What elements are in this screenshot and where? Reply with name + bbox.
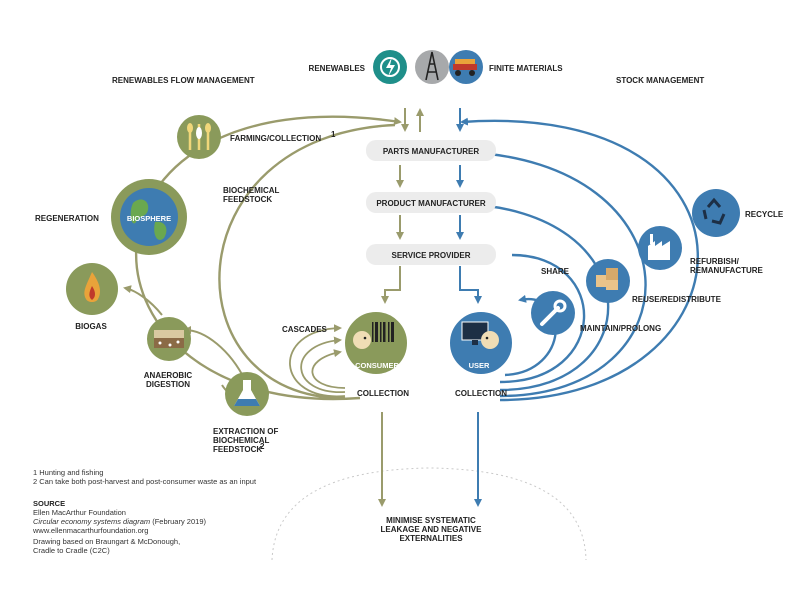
collection-right-label: COLLECTION xyxy=(455,389,507,398)
reuse-label: REUSE/REDISTRIBUTE xyxy=(632,295,722,304)
biochemical-label-2: FEEDSTOCK xyxy=(223,195,272,204)
extraction-flask-icon xyxy=(225,372,269,416)
share-label: SHARE xyxy=(541,267,570,276)
collection-left-label: COLLECTION xyxy=(357,389,409,398)
minimise-label-1: MINIMISE SYSTEMATIC xyxy=(386,516,476,525)
source-heading: SOURCE xyxy=(33,499,65,508)
user-icon xyxy=(448,310,514,376)
refurbish-label-2: REMANUFACTURE xyxy=(690,266,764,275)
source-line-3: www.ellenmacarthurfoundation.org xyxy=(32,526,148,535)
extraction-label-1: EXTRACTION OF xyxy=(213,427,278,436)
cascades-label: CASCADES xyxy=(282,325,328,334)
farming-footnote-mark: 1 xyxy=(331,130,336,139)
recycle-icon xyxy=(692,189,740,237)
extraction-footnote-mark: 2 xyxy=(260,442,265,451)
service-provider-pill xyxy=(366,244,496,265)
renewables-icon xyxy=(373,50,407,84)
parts-manufacturer-label: PARTS MANUFACTURER xyxy=(383,147,480,156)
reuse-boxes-icon xyxy=(586,259,630,303)
tech-refurbish-loop xyxy=(460,148,647,398)
footnote-1: 1 Hunting and fishing xyxy=(33,468,103,477)
oil-rig-icon xyxy=(415,50,449,84)
maintain-label: MAINTAIN/PROLONG xyxy=(580,324,661,333)
source-line-5: Cradle to Cradle (C2C) xyxy=(33,546,110,555)
leakage-dashed-arc xyxy=(271,467,587,561)
tech-recycle-loop xyxy=(460,117,699,402)
farming-icon xyxy=(177,115,221,159)
finite-materials-label: FINITE MATERIALS xyxy=(489,64,563,73)
mining-truck-icon xyxy=(449,50,483,84)
stock-management-label: STOCK MANAGEMENT xyxy=(616,76,704,85)
extraction-label-3: FEEDSTOCK xyxy=(213,445,262,454)
recycle-label: RECYCLE xyxy=(745,210,784,219)
product-manufacturer-label: PRODUCT MANUFACTURER xyxy=(376,199,486,208)
refurbish-label-1: REFURBISH/ xyxy=(690,257,740,266)
source-line-2: Circular economy systems diagram (Februa… xyxy=(33,517,206,526)
consumer-label: CONSUMER xyxy=(355,361,399,370)
regeneration-label: REGENERATION xyxy=(35,214,99,223)
footnote-2: 2 Can take both post-harvest and post-co… xyxy=(33,477,257,486)
biogas-label: BIOGAS xyxy=(75,322,107,331)
biosphere-label: BIOSPHERE xyxy=(127,214,171,223)
farming-label: FARMING/COLLECTION xyxy=(230,134,321,143)
anaerobic-label-1: ANAEROBIC xyxy=(144,371,193,380)
extraction-label-2: BIOCHEMICAL xyxy=(213,436,270,445)
renewables-flow-management-label: RENEWABLES FLOW MANAGEMENT xyxy=(112,76,255,85)
bio-inner-loop xyxy=(218,123,396,400)
consumer-icon xyxy=(343,310,409,376)
minimise-label-2: LEAKAGE AND NEGATIVE xyxy=(381,525,483,534)
anaerobic-label-2: DIGESTION xyxy=(146,380,190,389)
source-line-1: Ellen MacArthur Foundation xyxy=(33,508,126,517)
product-manufacturer-pill xyxy=(366,192,496,213)
minimise-label-3: EXTERNALITIES xyxy=(399,534,463,543)
biosphere-icon xyxy=(111,179,187,255)
refurbish-factory-icon xyxy=(638,226,682,270)
user-label: USER xyxy=(469,361,490,370)
biogas-flame-icon xyxy=(66,263,118,315)
source-line-4: Drawing based on Braungart & McDonough, xyxy=(33,537,180,546)
service-provider-label: SERVICE PROVIDER xyxy=(392,251,471,260)
renewables-label: RENEWABLES xyxy=(309,64,366,73)
parts-manufacturer-pill xyxy=(366,140,496,161)
biochemical-label-1: BIOCHEMICAL xyxy=(223,186,280,195)
wrench-icon xyxy=(531,291,575,335)
anaerobic-digestion-icon xyxy=(147,317,191,361)
tech-share-loop xyxy=(499,253,586,384)
